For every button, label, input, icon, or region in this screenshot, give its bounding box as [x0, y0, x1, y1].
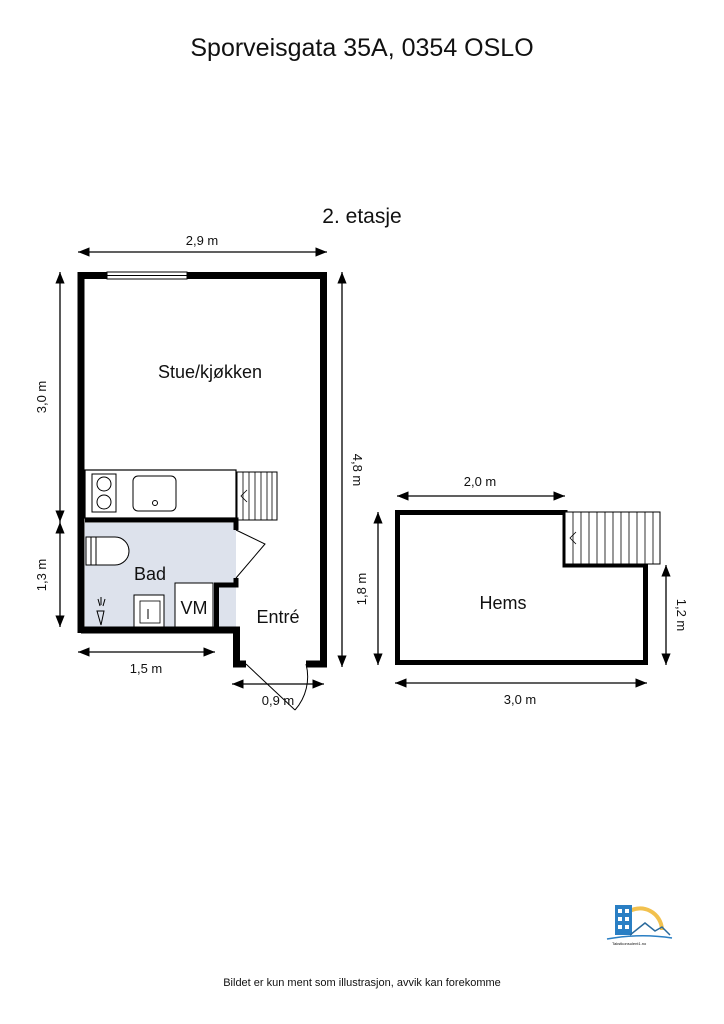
- stairs-icon: [236, 471, 278, 521]
- logo-text: Takstkonsulent1.no: [612, 941, 647, 946]
- room-label-entry: Entré: [256, 607, 299, 627]
- room-label-laundry: VM: [181, 598, 208, 618]
- main-unit: Stue/kjøkken Bad VM Entré: [77, 271, 327, 711]
- kitchen-sink: [132, 475, 177, 512]
- dim-loft-height: 1,8 m: [354, 573, 369, 606]
- dimension-lines: [55, 247, 671, 689]
- laundry-machine: [174, 582, 214, 628]
- room-label-loft: Hems: [479, 593, 526, 613]
- room-label-bath: Bad: [134, 564, 166, 584]
- dim-left-upper: 3,0 m: [34, 381, 49, 414]
- toilet-icon: [85, 536, 130, 566]
- dim-width-top: 2,9 m: [186, 233, 219, 248]
- page-title: Sporveisgata 35A, 0354 OSLO: [190, 34, 534, 62]
- outer-walls: [77, 272, 327, 668]
- dim-total-height: 4,8 m: [350, 454, 365, 487]
- washbasin-icon: [133, 594, 165, 628]
- kitchen-counter: [84, 469, 237, 519]
- dim-left-lower: 1,3 m: [34, 559, 49, 592]
- dim-loft-top: 2,0 m: [464, 474, 497, 489]
- dim-loft-right: 1,2 m: [674, 599, 689, 632]
- bath-door: [235, 529, 266, 579]
- disclaimer: Bildet er kun ment som illustrasjon, avv…: [223, 977, 501, 989]
- loft-stairs-icon: [564, 511, 661, 565]
- floor-label: 2. etasje: [322, 205, 402, 228]
- stove: [91, 473, 117, 513]
- loft-unit: Hems: [395, 510, 661, 665]
- bath-walls: [85, 517, 239, 627]
- shower-icon: [96, 597, 106, 626]
- dim-door-width: 0,9 m: [262, 693, 295, 708]
- dim-loft-bottom: 3,0 m: [504, 692, 537, 707]
- company-logo: [606, 905, 673, 940]
- dim-bath-width: 1,5 m: [130, 661, 163, 676]
- room-label-living: Stue/kjøkken: [158, 362, 262, 382]
